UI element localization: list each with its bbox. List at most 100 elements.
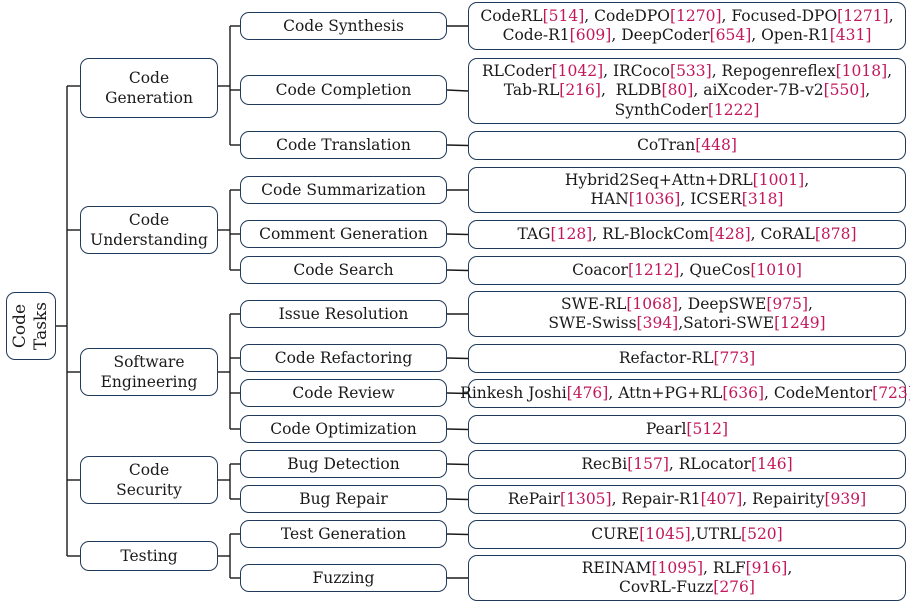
method-name: , Open-R1 — [751, 26, 830, 44]
method-name: , — [887, 61, 893, 80]
citation-ref: [146] — [750, 454, 793, 473]
methods-text: REINAM[1095], RLF[916],CovRL-Fuzz[276] — [582, 559, 793, 598]
methods-node: REINAM[1095], RLF[916],CovRL-Fuzz[276] — [468, 555, 906, 601]
method-name: CoTran — [637, 135, 696, 154]
method-name: SynthCoder — [614, 100, 708, 119]
methods-line: SWE-Swiss[394],Satori-SWE[1249] — [548, 314, 825, 334]
subtask-label: Code Summarization — [261, 180, 426, 199]
citation-ref: [1001] — [752, 170, 805, 189]
edge-leaf — [446, 89, 469, 92]
subtask-node: Code Synthesis — [240, 12, 447, 40]
method-name: , CodeDPO — [584, 6, 670, 25]
methods-line: CoTran[448] — [637, 136, 737, 156]
citation-ref: [1042] — [551, 61, 604, 80]
method-name: TAG — [517, 224, 551, 243]
methods-text: RLCoder[1042], IRCoco[533], Repogenrefle… — [482, 62, 892, 121]
methods-line: RLCoder[1042], IRCoco[533], Repogenrefle… — [482, 62, 892, 82]
methods-text: CodeRL[514], CodeDPO[1270], Focused-DPO[… — [480, 7, 893, 46]
method-name: , DeepSWE — [677, 294, 767, 313]
methods-text: Rinkesh Joshi[476], Attn+PG+RL[636], Cod… — [460, 384, 910, 404]
method-name: RecBi — [581, 454, 628, 473]
citation-ref: [520] — [741, 524, 783, 543]
subtask-label: Code Search — [293, 260, 394, 279]
method-name: , — [865, 81, 871, 100]
methods-line: REINAM[1095], RLF[916], — [582, 559, 793, 579]
methods-line: Pearl[512] — [646, 420, 728, 440]
citation-ref: [431] — [829, 26, 872, 44]
methods-line: CURE[1045],UTRL[520] — [591, 525, 782, 545]
citation-ref: [1271] — [837, 6, 889, 25]
methods-node: CoTran[448] — [468, 131, 906, 160]
citation-ref: [1249] — [774, 314, 826, 332]
method-name: CURE — [591, 524, 640, 543]
category-label-line: Generation — [105, 89, 193, 107]
methods-text: CURE[1045],UTRL[520] — [591, 525, 782, 545]
category-label-line: Testing — [120, 547, 178, 565]
root-label-line: Code — [10, 303, 30, 349]
method-name: , RLDB — [600, 81, 662, 100]
method-name: , — [808, 294, 813, 313]
methods-line: Rinkesh Joshi[476], Attn+PG+RL[636], Cod… — [460, 384, 910, 404]
subtask-node: Code Optimization — [240, 415, 447, 443]
subtask-node: Code Completion — [240, 75, 447, 105]
subtask-label: Fuzzing — [312, 568, 375, 587]
method-name: , — [888, 6, 894, 25]
citation-ref: [636] — [722, 383, 764, 402]
citation-ref: [533] — [670, 61, 712, 80]
method-name: , RLocator — [668, 454, 751, 473]
citation-ref: [428] — [708, 224, 751, 243]
methods-node: TAG[128], RL-BlockCom[428], CoRAL[878] — [468, 220, 906, 249]
methods-text: Coacor[1212], QueCos[1010] — [572, 261, 802, 281]
subtask-label: Code Completion — [275, 80, 412, 99]
methods-line: CovRL-Fuzz[276] — [582, 578, 793, 598]
method-name: , RL-BlockCom — [592, 224, 709, 243]
method-name: Hybrid2Seq+Attn+DRL — [564, 170, 753, 189]
method-name: ,Satori-SWE — [678, 314, 775, 332]
subtask-label: Bug Detection — [287, 454, 400, 473]
subtask-label: Comment Generation — [259, 224, 428, 243]
edge-leaf — [446, 144, 469, 147]
methods-line: TAG[128], RL-BlockCom[428], CoRAL[878] — [517, 225, 856, 245]
method-name: , Repair-R1 — [611, 489, 701, 508]
subtask-node: Test Generation — [240, 520, 447, 548]
edge-leaf — [446, 357, 469, 360]
edge-leaf — [446, 269, 469, 272]
method-name: , aiXcoder-7B-v2 — [693, 81, 824, 100]
citation-ref: [1036] — [628, 190, 681, 208]
citation-ref: [128] — [550, 224, 593, 243]
method-name: , DeepCoder — [611, 26, 710, 44]
methods-text: TAG[128], RL-BlockCom[428], CoRAL[878] — [517, 225, 856, 245]
method-name: REINAM — [581, 558, 652, 577]
methods-node: CURE[1045],UTRL[520] — [468, 520, 906, 549]
methods-node: Hybrid2Seq+Attn+DRL[1001],HAN[1036], ICS… — [468, 167, 906, 213]
methods-text: RePair[1305], Repair-R1[407], Repairity[… — [508, 490, 866, 510]
citation-ref: [1068] — [626, 294, 678, 313]
subtask-node: Code Search — [240, 256, 447, 284]
citation-ref: [1018] — [835, 61, 888, 80]
citation-ref: [276] — [713, 578, 755, 596]
method-name: RLCoder — [481, 61, 552, 80]
methods-node: Refactor-RL[773] — [468, 344, 906, 373]
methods-line: RecBi[157], RLocator[146] — [581, 455, 792, 475]
subtask-node: Code Review — [240, 379, 447, 407]
method-name: CodeRL — [480, 6, 543, 25]
subtask-node: Bug Detection — [240, 450, 447, 478]
method-name: RePair — [507, 489, 561, 508]
methods-node: RLCoder[1042], IRCoco[533], Repogenrefle… — [468, 58, 906, 124]
citation-ref: [80] — [661, 81, 694, 100]
subtask-label: Code Translation — [276, 135, 411, 154]
edge-leaf — [446, 392, 469, 395]
method-name: CovRL-Fuzz — [619, 578, 714, 596]
subtask-label: Code Refactoring — [274, 348, 413, 367]
method-name: Pearl — [645, 419, 687, 438]
methods-line: Refactor-RL[773] — [619, 349, 755, 369]
root-label-line: Tasks — [31, 302, 51, 350]
edge-leaf — [446, 428, 469, 431]
method-name: , QueCos — [679, 260, 751, 279]
citation-ref: [1305] — [560, 489, 612, 508]
category-label-line: Engineering — [100, 373, 198, 391]
